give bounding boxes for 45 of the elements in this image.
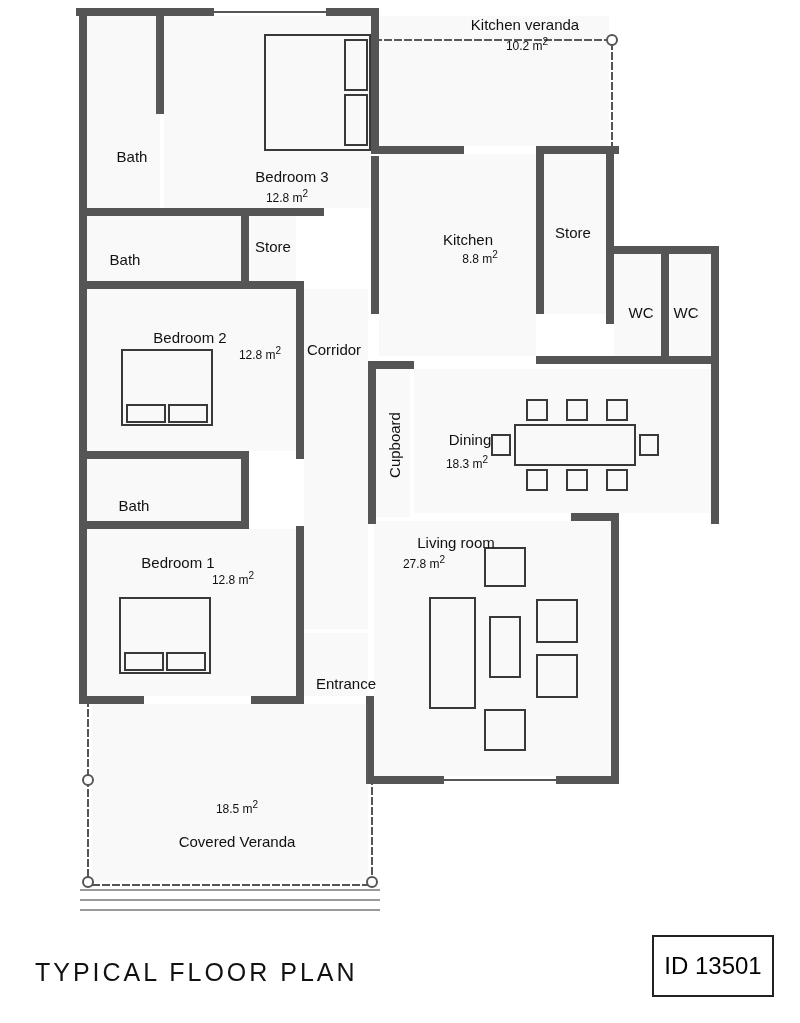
room-area xyxy=(376,369,410,517)
room-area xyxy=(87,459,241,521)
room-area xyxy=(414,369,711,513)
room-area xyxy=(87,529,296,696)
room-area xyxy=(374,521,611,776)
room-area xyxy=(92,704,368,881)
room-area xyxy=(544,154,606,314)
room-area xyxy=(164,16,371,208)
room-label: Store xyxy=(255,238,291,256)
room-area xyxy=(304,289,368,629)
room-area xyxy=(669,254,711,356)
room-area xyxy=(87,216,241,281)
room-label: Bath xyxy=(116,148,148,166)
room-label: Kitchen veranda xyxy=(470,16,580,34)
area-label: 12.8 m$^{2}$ xyxy=(211,570,255,588)
room-label: Bedroom 2 xyxy=(153,329,227,347)
room-label: WC xyxy=(673,304,699,322)
room-label: Cupboard xyxy=(386,412,404,478)
area-label: 27.8 m$^{2}$ xyxy=(402,554,446,572)
room-label: Covered Veranda xyxy=(178,833,296,851)
room-label: Entrance xyxy=(316,675,376,693)
area-label: 12.8 m$^{2}$ xyxy=(265,188,309,206)
room-label: Dining xyxy=(448,431,492,449)
room-area xyxy=(614,254,661,356)
room-label: Bedroom 1 xyxy=(141,554,215,572)
area-label: 18.5 m$^{2}$ xyxy=(215,799,259,817)
room-label: WC xyxy=(628,304,654,322)
room-area xyxy=(87,16,160,208)
plan-id-label: ID 13501 xyxy=(652,935,774,997)
room-label: Bedroom 3 xyxy=(255,168,329,186)
area-label: 10.2 m$^{2}$ xyxy=(505,36,549,54)
room-label: Living room xyxy=(417,534,495,552)
room-area xyxy=(249,216,296,281)
room-area xyxy=(87,289,296,451)
room-label: Store xyxy=(555,224,591,242)
room-area xyxy=(379,154,536,356)
room-label: Bath xyxy=(118,497,150,515)
plan-title: TYPICAL FLOOR PLAN xyxy=(35,958,358,987)
area-label: 12.8 m$^{2}$ xyxy=(238,345,282,363)
room-label: Corridor xyxy=(306,341,362,359)
area-label: 18.3 m$^{2}$ xyxy=(445,454,489,472)
room-area xyxy=(379,16,609,146)
room-label: Bath xyxy=(109,251,141,269)
room-label: Kitchen xyxy=(443,231,493,249)
area-label: 8.8 m$^{2}$ xyxy=(462,249,498,267)
